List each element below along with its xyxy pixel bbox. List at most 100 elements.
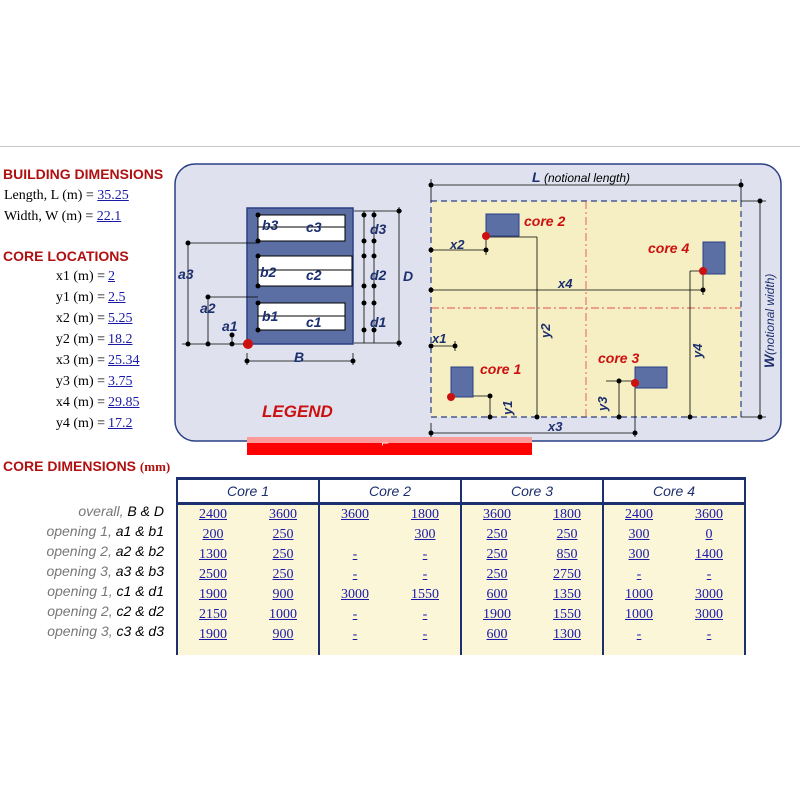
cell-value-link[interactable]: 1550: [411, 587, 439, 602]
row-label-variables: a3 & b3: [115, 563, 164, 579]
cell-value-link[interactable]: 250: [272, 527, 294, 542]
core-location-value-link[interactable]: 25.34: [108, 353, 140, 368]
table-filler-cell: [318, 645, 390, 655]
width-value-link[interactable]: 22.1: [96, 209, 122, 224]
cell-value-link[interactable]: 3600: [695, 507, 723, 522]
cell-value-link[interactable]: -: [422, 627, 428, 642]
cell-value-link[interactable]: 1300: [553, 627, 581, 642]
core-4-label: core 4: [648, 240, 689, 256]
cell-value-link[interactable]: -: [422, 547, 428, 562]
L-note: (notional length): [544, 171, 630, 185]
cell-value-link[interactable]: 1900: [199, 587, 227, 602]
cell-value-link[interactable]: 1800: [411, 507, 439, 522]
table-cell: -: [390, 625, 462, 645]
length-label: Length, L (m) =: [4, 188, 98, 203]
table-filler-cell: [602, 645, 674, 655]
core-location-value-link[interactable]: 2: [108, 269, 115, 284]
table-row-label: opening 3, a3 & b3: [0, 563, 164, 579]
cell-value-link[interactable]: 1550: [553, 607, 581, 622]
cell-value-link[interactable]: 3600: [483, 507, 511, 522]
cell-value-link[interactable]: 1350: [553, 587, 581, 602]
label-d3: d3: [370, 221, 387, 237]
cell-value-link[interactable]: 600: [486, 627, 508, 642]
cell-value-link[interactable]: 1900: [483, 607, 511, 622]
cell-value-link[interactable]: -: [352, 567, 358, 582]
cell-value-link[interactable]: 2500: [199, 567, 227, 582]
cell-value-link[interactable]: 300: [414, 527, 436, 542]
cell-value-link[interactable]: 900: [272, 627, 294, 642]
cell-value-link[interactable]: 250: [272, 567, 294, 582]
core-location-value-link[interactable]: 18.2: [108, 332, 133, 347]
cell-value-link[interactable]: 3000: [695, 607, 723, 622]
cell-value-link[interactable]: -: [706, 627, 712, 642]
cell-value-link[interactable]: 200: [202, 527, 224, 542]
table-cell: -: [602, 625, 674, 645]
row-label-prefix: opening 3,: [47, 623, 117, 639]
cell-value-link[interactable]: 2150: [199, 607, 227, 622]
cell-value-link[interactable]: 250: [486, 567, 508, 582]
cell-value-link[interactable]: 250: [486, 547, 508, 562]
cell-value-link[interactable]: -: [706, 567, 712, 582]
cell-value-link[interactable]: 850: [556, 547, 578, 562]
cell-value-link[interactable]: -: [636, 567, 642, 582]
cell-value-link[interactable]: -: [352, 627, 358, 642]
cell-value-link[interactable]: 1300: [199, 547, 227, 562]
cell-value-link[interactable]: 1800: [553, 507, 581, 522]
table-cell: 1350: [532, 585, 604, 605]
cell-value-link[interactable]: 3600: [269, 507, 297, 522]
cell-value-link[interactable]: 0: [705, 527, 713, 542]
cell-value-link[interactable]: 2400: [199, 507, 227, 522]
cell-value-link[interactable]: -: [636, 627, 642, 642]
core-2-label: core 2: [524, 213, 565, 229]
table-cell: -: [674, 625, 746, 645]
cell-value-link[interactable]: 2400: [625, 507, 653, 522]
cell-value-link[interactable]: -: [352, 547, 358, 562]
cell-value-link[interactable]: 300: [628, 527, 650, 542]
core-location-value-link[interactable]: 3.75: [108, 374, 133, 389]
cell-value-link[interactable]: 250: [272, 547, 294, 562]
cell-value-link[interactable]: 1400: [695, 547, 723, 562]
table-cell: 2750: [532, 565, 604, 585]
y3-label: y3: [595, 396, 610, 412]
label-a2: a2: [200, 300, 216, 316]
length-value-link[interactable]: 35.25: [97, 188, 129, 203]
cell-value-link[interactable]: 1000: [269, 607, 297, 622]
table-cell: 3600: [460, 503, 532, 525]
cell-value-link[interactable]: 1000: [625, 587, 653, 602]
table-cell: 250: [460, 525, 532, 545]
cell-value-link[interactable]: -: [352, 607, 358, 622]
core-location-value-link[interactable]: 5.25: [108, 311, 133, 326]
table-cell: 1900: [176, 585, 248, 605]
cell-value-link[interactable]: 2750: [553, 567, 581, 582]
table-cell: -: [390, 605, 462, 625]
core-3-shape: [634, 366, 668, 389]
core-location-value-link[interactable]: 2.5: [108, 290, 126, 305]
row-label-variables: c3 & d3: [116, 623, 164, 639]
core-location-value-link[interactable]: 29.85: [108, 395, 140, 410]
core-location-value-link[interactable]: 17.2: [108, 416, 133, 431]
table-cell: 1550: [390, 585, 462, 605]
cell-value-link[interactable]: 250: [486, 527, 508, 542]
row-label-prefix: opening 2,: [46, 543, 116, 559]
cell-value-link[interactable]: -: [422, 607, 428, 622]
row-label-prefix: overall,: [78, 503, 128, 519]
cell-value-link[interactable]: 900: [272, 587, 294, 602]
length-row: Length, L (m) = 35.25: [4, 188, 129, 204]
table-cell: 1900: [176, 625, 248, 645]
cell-value-link[interactable]: 300: [628, 547, 650, 562]
cell-value-link[interactable]: 3000: [695, 587, 723, 602]
cell-value-link[interactable]: 1900: [199, 627, 227, 642]
cell-value-link[interactable]: -: [422, 567, 428, 582]
row-label-prefix: opening 1,: [47, 583, 117, 599]
cell-value-link[interactable]: 3000: [341, 587, 369, 602]
table-cell: 250: [460, 545, 532, 565]
row-label-variables: a1 & b1: [115, 523, 164, 539]
table-row: 2400 3600 3600 1800 3600 1800 2400 3600: [176, 503, 746, 525]
table-filler-cell: [176, 645, 248, 655]
cell-value-link[interactable]: 250: [556, 527, 578, 542]
cell-value-link[interactable]: 600: [486, 587, 508, 602]
label-b3: b3: [262, 217, 279, 233]
cell-value-link[interactable]: 3600: [341, 507, 369, 522]
cell-value-link[interactable]: 1000: [625, 607, 653, 622]
table-cell: 1000: [602, 605, 674, 625]
